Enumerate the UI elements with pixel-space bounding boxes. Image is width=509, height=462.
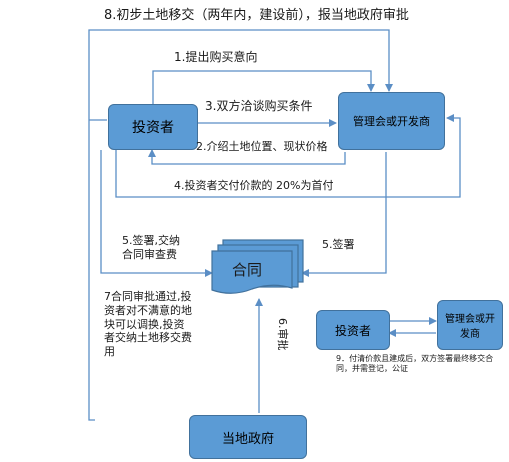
arrow-step2 [148, 149, 346, 165]
step2-label: 2.介绍土地位置、现状价格 [196, 140, 328, 153]
node-developer-label: 管理会或开发商 [353, 115, 430, 128]
step9-label: 9．付清价款且建成后，双方签署最终移交合同，并需登记，公证 [336, 354, 494, 373]
node-gov: 当地政府 [189, 415, 307, 459]
node-developer-2-label: 管理会或开发商 [445, 314, 495, 340]
node-investor-label: 投资者 [132, 120, 174, 136]
step6-label: 6.审批 [276, 318, 289, 351]
node-gov-label: 当地政府 [221, 431, 274, 447]
node-contract-label: 合同 [232, 261, 263, 279]
node-developer: 管理会或开发商 [338, 92, 445, 150]
contract-document-icon [211, 239, 304, 294]
step5a-label: 5.签署,交纳合同审查费 [122, 234, 180, 261]
arrow-step1 [152, 70, 375, 105]
step1-label: 1.提出购买意向 [174, 50, 258, 64]
arrow-step5a [100, 150, 213, 277]
diagram-title: 8.初步土地移交（两年内，建设前），报当地政府审批 [104, 8, 409, 23]
step5b-label: 5.签署 [322, 238, 355, 251]
step4-label: 4.投资者交付价款的 20%为首付 [174, 179, 334, 192]
node-investor: 投资者 [108, 104, 198, 150]
arrow-step8 [88, 29, 389, 421]
node-investor-2: 投资者 [316, 310, 390, 350]
step3-label: 3.双方洽谈购买条件 [205, 99, 313, 113]
node-investor-2-label: 投资者 [334, 323, 371, 338]
node-developer-2: 管理会或开发商 [437, 300, 503, 350]
step7-label: 7合同审批通过,投资者对不满意的地块可以调换,投资者交纳土地移交费用 [104, 290, 192, 358]
arrow-step4 [115, 114, 461, 198]
arrow-step5b [301, 152, 387, 277]
